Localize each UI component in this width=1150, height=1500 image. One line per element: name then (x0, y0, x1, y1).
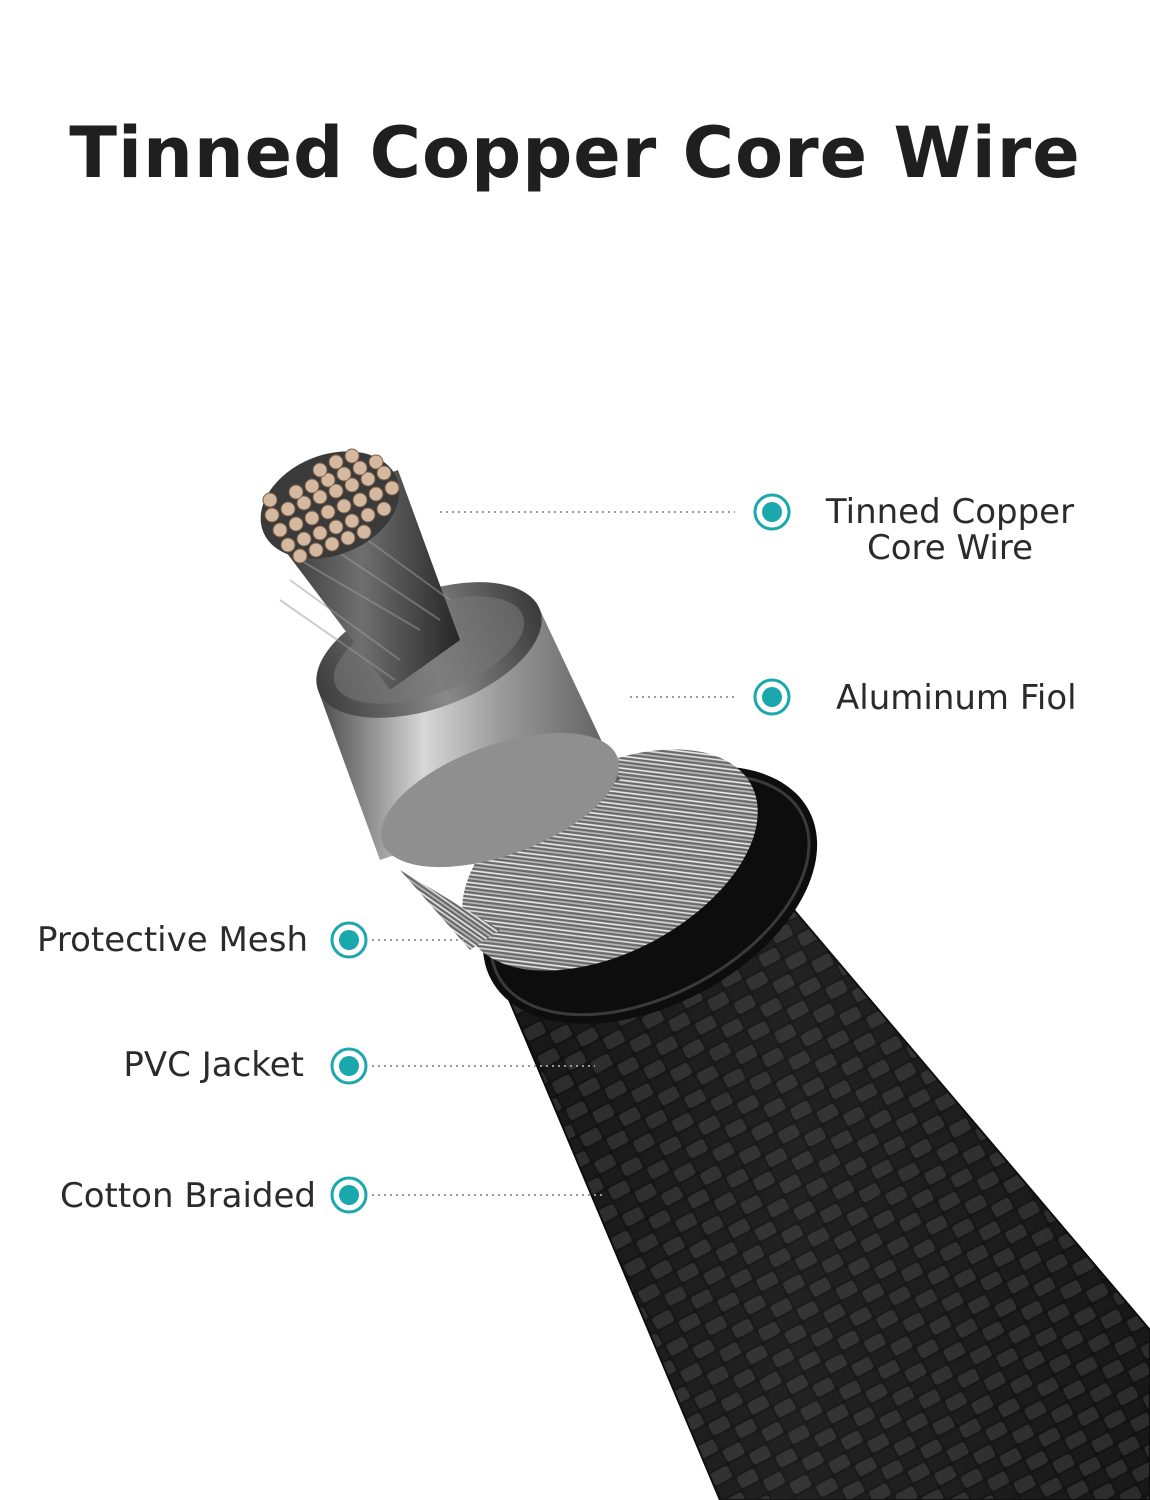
label-core-wire-line2: Core Wire (867, 528, 1033, 568)
bullet-aluminum-foil (753, 678, 791, 716)
page-title: Tinned Copper Core Wire (69, 112, 1081, 194)
label-core-wire: Tinned Copper Core Wire (810, 494, 1090, 566)
bullet-pvc-jacket (330, 1047, 368, 1085)
bullet-core-wire (753, 493, 791, 531)
label-core-wire-line1: Tinned Copper (825, 492, 1075, 532)
label-aluminum-foil: Aluminum Fiol (836, 678, 1077, 718)
label-protective-mesh: Protective Mesh (36, 920, 308, 960)
label-cotton-braided: Cotton Braided (59, 1176, 316, 1216)
copper-strand-ends (260, 448, 400, 564)
label-pvc-jacket: PVC Jacket (123, 1045, 304, 1085)
bullet-cotton-braided (330, 1176, 368, 1214)
bullet-protective-mesh (330, 921, 368, 959)
